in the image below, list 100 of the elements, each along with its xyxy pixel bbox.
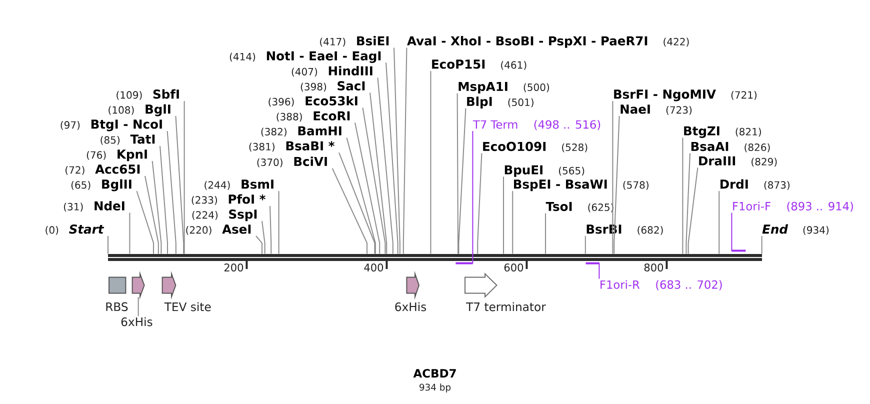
leader-line <box>761 236 762 254</box>
scale-number: 400 <box>364 264 384 272</box>
leader-line <box>332 168 368 254</box>
leader-line <box>730 212 732 252</box>
site-position: (417) <box>320 38 346 47</box>
leader-line <box>362 107 386 254</box>
site-name: NotI - EaeI - EagI <box>266 51 381 63</box>
sequence-length: 934 bp <box>420 384 451 392</box>
leader-line <box>472 130 474 264</box>
site-name: BsrBI <box>586 224 622 234</box>
site-name: BsiEI <box>357 36 389 46</box>
site-position: (381) <box>249 142 274 152</box>
leader-line <box>160 146 168 254</box>
leader-line <box>686 152 690 254</box>
leader-line <box>256 236 262 254</box>
leader-line <box>129 212 130 254</box>
leader-line <box>402 47 408 254</box>
site-name: HindIII <box>328 66 372 76</box>
site-position: (501) <box>508 98 534 108</box>
site-name: EcoP15I <box>432 60 485 69</box>
site-position: (873) <box>764 181 790 190</box>
site-name: TsoI <box>546 202 572 212</box>
site-position: (578) <box>623 181 648 190</box>
feature-pentagon <box>132 271 145 300</box>
site-name: BtgZI <box>684 126 720 138</box>
site-name: DraIII <box>699 156 736 166</box>
leader-line <box>614 116 620 254</box>
map-title: ACBD7 <box>413 368 456 378</box>
leader-line <box>346 137 376 254</box>
site-position: (829) <box>752 158 777 167</box>
leader-line <box>503 176 504 254</box>
site-position: (97) <box>60 121 80 130</box>
leader-line <box>512 190 514 254</box>
site-position: (65) <box>71 181 90 190</box>
leader-line <box>338 152 376 254</box>
leader-line <box>394 47 400 254</box>
site-name: NaeI <box>620 104 650 114</box>
feature-label: T7 terminator <box>466 302 546 312</box>
site-position: (224) <box>192 211 218 220</box>
leader-line <box>430 70 432 254</box>
site-position: (407) <box>292 68 318 77</box>
leader-line <box>152 160 162 254</box>
site-name: Start <box>69 224 104 234</box>
site-position: (500) <box>524 83 549 92</box>
site-name: EcoO109I <box>483 142 546 152</box>
leader-line <box>545 212 546 254</box>
site-name: BsaBI * <box>286 141 334 150</box>
site-position: (370) <box>257 158 282 168</box>
site-name: EcoRI <box>314 111 350 120</box>
site-position: (31) <box>64 202 83 212</box>
site-position: (244) <box>204 181 230 190</box>
site-position: (398) <box>300 82 326 92</box>
site-position: (826) <box>744 143 770 152</box>
leader-line <box>584 236 586 254</box>
site-position: (723) <box>666 106 692 115</box>
leader-line <box>136 190 154 254</box>
leader-line <box>175 116 184 254</box>
site-name: SspI <box>229 209 257 222</box>
site-name: BsaAI <box>691 142 728 152</box>
leader-line <box>386 62 398 254</box>
feature-label: TEV site <box>164 302 211 312</box>
leader-line <box>270 206 272 254</box>
site-position: (934) <box>803 226 829 235</box>
site-position: (76) <box>86 151 106 160</box>
site-name: SbfI <box>153 89 179 99</box>
site-name: End <box>762 224 788 234</box>
feature-label: 6xHis <box>395 302 426 312</box>
primer-bar <box>732 250 746 252</box>
site-position: (682) <box>638 226 663 235</box>
site-position: (0) <box>46 226 58 235</box>
site-name: BamHI <box>298 126 342 136</box>
site-name: SacI <box>338 81 365 90</box>
leader-line <box>612 100 614 254</box>
primer-bar <box>456 262 473 264</box>
primer-range: (893 .. 914) <box>787 202 853 212</box>
site-name: Acc65I <box>95 164 140 174</box>
site-position: (625) <box>588 203 614 212</box>
site-position: (382) <box>261 128 286 137</box>
site-position: (220) <box>186 226 212 235</box>
leader-line <box>370 92 388 254</box>
leader-line <box>166 130 176 254</box>
leader-line <box>278 190 280 254</box>
primer-name: F1ori-R <box>600 280 640 289</box>
feature-label: 6xHis <box>121 317 152 326</box>
site-name: BtgI - NcoI <box>91 120 162 132</box>
site-name: BglI <box>146 104 170 116</box>
leader-line <box>262 220 266 254</box>
primer-name: F1ori-F <box>733 202 770 210</box>
site-name: NdeI <box>94 200 124 210</box>
site-name: BsmI <box>242 180 274 189</box>
site-name: BglII <box>102 179 132 192</box>
leader-line <box>688 167 698 254</box>
leader-line <box>682 137 684 254</box>
site-name: PfoI * <box>228 194 266 204</box>
primer-range: (498 .. 516) <box>534 120 600 130</box>
site-position: (396) <box>268 98 294 107</box>
site-position: (821) <box>736 128 761 137</box>
site-name: AvaI - XhoI - BsoBI - PspXI - PaeR7I <box>407 36 648 48</box>
site-position: (72) <box>66 166 84 175</box>
site-name: BsrFI - NgoMIV <box>614 90 716 102</box>
